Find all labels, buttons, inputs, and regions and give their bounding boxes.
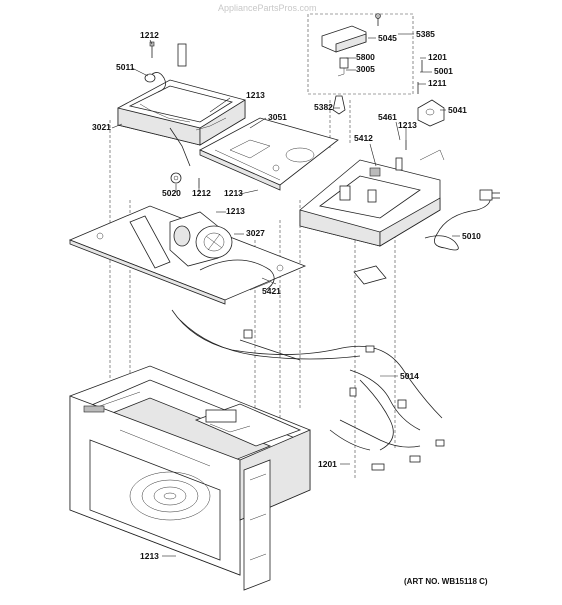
part-label-3051: 3051	[268, 112, 287, 122]
control-parts-cluster	[321, 13, 381, 115]
part-label-5800: 5800	[356, 52, 375, 62]
blower-motor	[169, 211, 275, 291]
oven-chassis	[69, 365, 311, 591]
part-label-1201-top: 1201	[428, 52, 447, 62]
watermark-text: AppliancePartsPros.com	[218, 3, 317, 13]
thermostat-5020	[170, 172, 182, 184]
art-number: (ART NO. WB15118 C)	[404, 577, 488, 586]
part-label-1212-top: 1212	[140, 30, 159, 40]
part-label-3021: 3021	[92, 122, 111, 132]
screw-1212-top	[149, 41, 155, 58]
part-label-5385: 5385	[416, 29, 435, 39]
part-label-5010: 5010	[462, 231, 481, 241]
part-label-5382: 5382	[314, 102, 333, 112]
part-label-5011: 5011	[116, 62, 135, 72]
control-bracket	[299, 149, 445, 285]
base-plate	[199, 117, 339, 191]
part-label-1213-bracket: 1213	[398, 120, 417, 130]
part-label-1213-mid: 1213	[224, 188, 243, 198]
part-label-5421: 5421	[262, 286, 281, 296]
part-label-5045: 5045	[378, 33, 397, 43]
door-switch-5041	[405, 60, 445, 150]
part-label-1213-fan: 1213	[226, 206, 245, 216]
part-label-5001: 5001	[434, 66, 453, 76]
part-label-3005: 3005	[356, 64, 375, 74]
part-label-5020: 5020	[162, 188, 181, 198]
part-labels: 1212 5011 1213 3021 3051 5020 1212 1213 …	[92, 29, 481, 561]
part-label-5461: 5461	[378, 112, 397, 122]
part-label-3027: 3027	[246, 228, 265, 238]
part-label-1213-top: 1213	[246, 90, 265, 100]
part-label-1211: 1211	[428, 78, 447, 88]
leader-lines	[111, 33, 460, 557]
part-label-5014: 5014	[400, 371, 419, 381]
part-label-1212-mid: 1212	[192, 188, 211, 198]
part-label-1201-bottom: 1201	[318, 459, 337, 469]
wire-harness	[171, 309, 445, 471]
part-label-5412: 5412	[354, 133, 373, 143]
vent-duct-assembly	[117, 43, 246, 167]
part-label-1213-bottom: 1213	[140, 551, 159, 561]
power-cord	[424, 189, 500, 251]
part-label-5041: 5041	[448, 105, 467, 115]
